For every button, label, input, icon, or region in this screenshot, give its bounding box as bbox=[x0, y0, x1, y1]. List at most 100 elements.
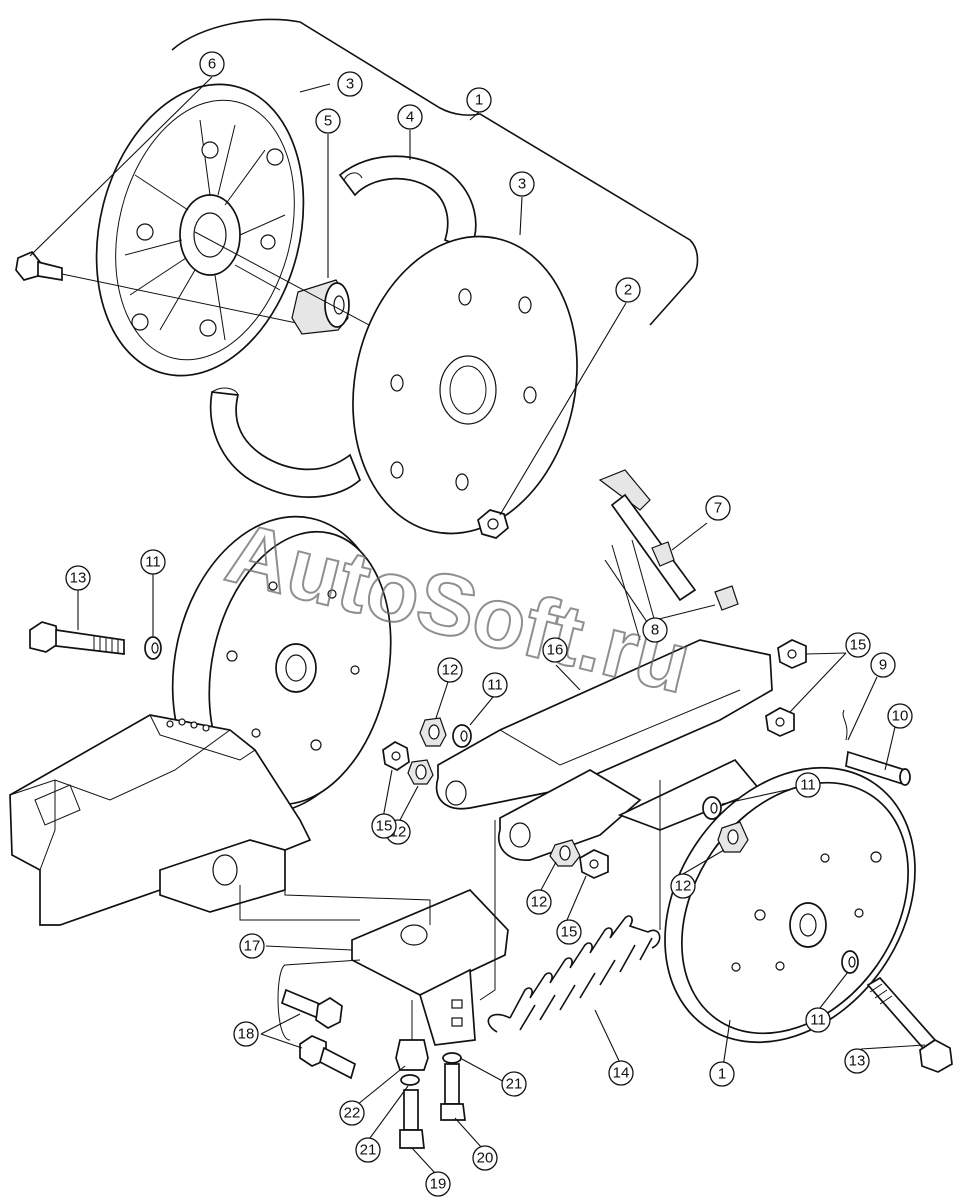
svg-text:3: 3 bbox=[346, 76, 354, 93]
callout-13-right: 13 bbox=[844, 1048, 870, 1074]
washer-11-arm bbox=[702, 796, 722, 820]
nut-22 bbox=[395, 1000, 429, 1071]
tire-segment-lower bbox=[209, 387, 362, 498]
svg-text:12: 12 bbox=[442, 662, 459, 679]
callout-20: 20 bbox=[472, 1145, 498, 1171]
callout-15-mid: 15 bbox=[371, 813, 397, 839]
bolt-13-right bbox=[866, 976, 953, 1073]
svg-text:21: 21 bbox=[506, 1076, 523, 1093]
assembly-1-group-outline bbox=[171, 18, 699, 326]
callout-21-left: 21 bbox=[355, 1137, 381, 1163]
spacer-12-b bbox=[407, 759, 434, 785]
svg-text:15: 15 bbox=[850, 637, 867, 654]
svg-text:11: 11 bbox=[487, 677, 503, 694]
callout-3-top: 3 bbox=[337, 71, 363, 97]
callout-7: 7 bbox=[705, 495, 731, 521]
svg-text:14: 14 bbox=[613, 1065, 630, 1082]
callout-1-top: 1 bbox=[466, 87, 492, 113]
leader-lines-mounting bbox=[239, 780, 661, 1041]
callout-9: 9 bbox=[870, 652, 896, 678]
callout-3-mid: 3 bbox=[509, 171, 535, 197]
callout-11-right: 11 bbox=[805, 1007, 831, 1033]
bolt-6 bbox=[15, 250, 331, 331]
svg-text:9: 9 bbox=[879, 657, 887, 674]
bolt-18-upper bbox=[280, 988, 343, 1029]
wheel-half-rear bbox=[95, 83, 305, 377]
spacer-12-lower bbox=[549, 839, 581, 867]
arm-16 bbox=[435, 639, 773, 861]
washer-21-left bbox=[400, 1074, 420, 1086]
callout-18: 18 bbox=[233, 1021, 259, 1047]
svg-text:11: 11 bbox=[810, 1012, 826, 1029]
callout-leaders bbox=[29, 76, 926, 1174]
svg-text:3: 3 bbox=[518, 176, 526, 193]
tire-segment-upper bbox=[338, 155, 477, 252]
svg-text:2: 2 bbox=[624, 282, 632, 299]
washer-21-right bbox=[442, 1052, 462, 1064]
nut-15-upper-right bbox=[777, 639, 807, 669]
callout-12-a: 12 bbox=[437, 657, 463, 683]
bracket-17 bbox=[351, 888, 509, 1046]
callout-17: 17 bbox=[239, 933, 265, 959]
callout-10: 10 bbox=[887, 703, 913, 729]
bushing-8 bbox=[651, 541, 739, 611]
callout-2: 2 bbox=[615, 277, 641, 303]
nut-15-lower-right bbox=[765, 707, 795, 737]
bolt-18-lower bbox=[299, 1035, 357, 1080]
svg-text:13: 13 bbox=[849, 1053, 866, 1070]
callout-15-lower: 15 bbox=[556, 919, 582, 945]
row-unit-frame bbox=[9, 714, 312, 926]
svg-text:11: 11 bbox=[800, 777, 816, 794]
spacer-12-right bbox=[717, 821, 749, 853]
callout-19: 19 bbox=[425, 1171, 451, 1197]
callout-8: 8 bbox=[642, 617, 668, 643]
callout-15-upper-right: 15 bbox=[845, 632, 871, 658]
svg-text:19: 19 bbox=[430, 1176, 447, 1193]
callout-4: 4 bbox=[397, 104, 423, 130]
callout-22: 22 bbox=[339, 1100, 365, 1126]
callout-21-right: 21 bbox=[501, 1071, 527, 1097]
svg-text:18: 18 bbox=[238, 1026, 255, 1043]
spacer-12-a bbox=[419, 717, 447, 747]
bolt-20 bbox=[440, 1063, 466, 1121]
svg-text:11: 11 bbox=[145, 554, 161, 571]
svg-text:15: 15 bbox=[376, 818, 393, 835]
callout-12-c: 12 bbox=[526, 889, 552, 915]
svg-text:21: 21 bbox=[360, 1142, 377, 1159]
svg-text:20: 20 bbox=[477, 1150, 494, 1167]
callout-11-left: 11 bbox=[140, 549, 166, 575]
bolt-19 bbox=[399, 1089, 425, 1149]
washer-11-mid bbox=[452, 724, 472, 748]
svg-text:13: 13 bbox=[70, 570, 87, 587]
svg-text:17: 17 bbox=[244, 938, 261, 955]
svg-text:7: 7 bbox=[714, 500, 722, 517]
nut-15-mid bbox=[382, 741, 410, 771]
callout-16: 16 bbox=[542, 637, 568, 663]
svg-text:6: 6 bbox=[208, 56, 216, 73]
svg-text:12: 12 bbox=[675, 878, 692, 895]
callout-1-bottom: 1 bbox=[709, 1061, 735, 1087]
nut-15-lower bbox=[579, 849, 609, 879]
svg-text:12: 12 bbox=[531, 894, 548, 911]
svg-text:16: 16 bbox=[547, 642, 564, 659]
bolt-13-left bbox=[29, 621, 125, 655]
spring-14 bbox=[487, 915, 661, 1033]
callout-12-d: 12 bbox=[670, 873, 696, 899]
svg-text:15: 15 bbox=[561, 924, 578, 941]
svg-text:4: 4 bbox=[406, 109, 414, 126]
svg-text:10: 10 bbox=[892, 708, 909, 725]
callout-5: 5 bbox=[315, 108, 341, 134]
callout-13-left: 13 bbox=[65, 565, 91, 591]
svg-text:22: 22 bbox=[344, 1105, 361, 1122]
svg-text:5: 5 bbox=[324, 113, 332, 130]
callout-11-mid: 11 bbox=[482, 672, 508, 698]
wheel-disc-front bbox=[352, 235, 578, 535]
callout-6: 6 bbox=[199, 51, 225, 77]
pin-9 bbox=[842, 709, 848, 741]
callout-11-arm: 11 bbox=[795, 772, 821, 798]
svg-text:1: 1 bbox=[475, 92, 483, 109]
washer-11-left bbox=[144, 636, 162, 660]
svg-text:8: 8 bbox=[651, 622, 659, 639]
spacer-5 bbox=[194, 231, 501, 396]
